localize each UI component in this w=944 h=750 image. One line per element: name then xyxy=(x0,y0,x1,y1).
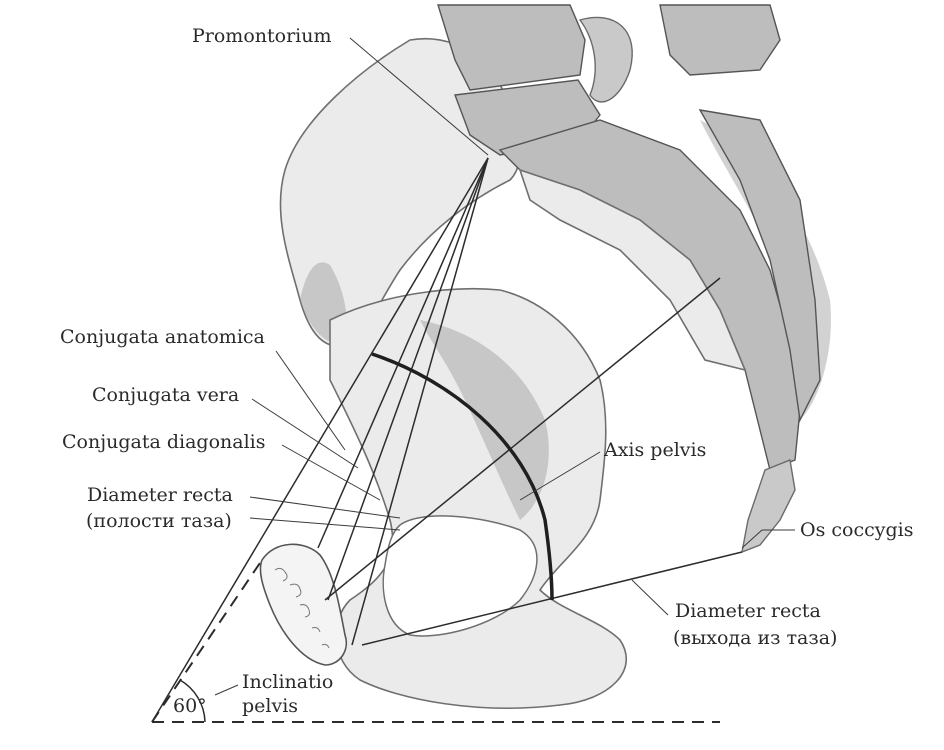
label-conjugata-diagonalis: Conjugata diagonalis xyxy=(62,431,265,453)
label-os-coccygis: Os coccygis xyxy=(800,519,913,541)
label-conjugata-vera: Conjugata vera xyxy=(92,384,239,406)
obturator-foramen xyxy=(382,515,538,637)
label-conjugata-anatomica: Conjugata anatomica xyxy=(60,326,265,348)
conjugata-diagonalis-line xyxy=(351,157,489,646)
conjugata-anatomica-line xyxy=(317,157,489,549)
label-angle: 60° xyxy=(173,695,207,717)
coccyx xyxy=(741,459,796,554)
label-pelvis: pelvis xyxy=(242,695,298,717)
label-diameter-recta-cavity: Diameter recta xyxy=(87,484,233,506)
label-diameter-recta-outlet: Diameter recta xyxy=(675,600,821,622)
label-diameter-recta-cavity-sub: (полости таза) xyxy=(86,510,232,532)
label-promontorium: Promontorium xyxy=(192,25,332,47)
lumbar-vertebra-upper xyxy=(437,4,586,91)
label-inclinatio: Inclinatio xyxy=(242,671,333,693)
diameter-recta-cavity-line xyxy=(324,277,721,601)
symphysis-dashed-line xyxy=(151,559,263,723)
label-axis-pelvis: Axis pelvis xyxy=(603,439,706,461)
label-diameter-recta-outlet-sub: (выхода из таза) xyxy=(673,627,837,649)
inclination-angle-arc xyxy=(179,679,206,723)
outer-inclination-line xyxy=(151,157,489,723)
axis-pelvis-curve xyxy=(371,352,554,601)
